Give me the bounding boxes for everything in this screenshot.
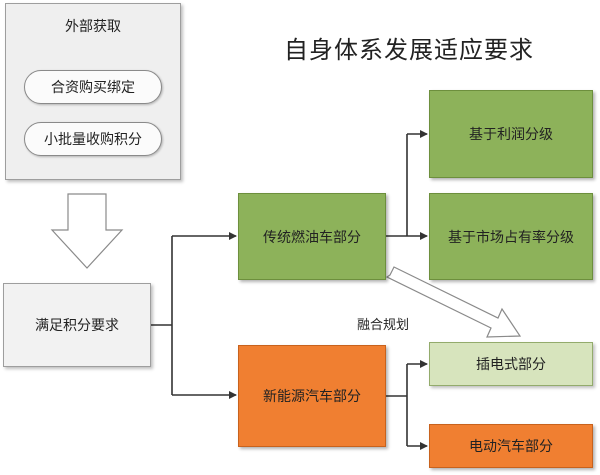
connector-req-to-branches — [151, 236, 173, 395]
fusion-block-arrow — [385, 266, 522, 338]
fusion-plan-label: 融合规划 — [357, 318, 410, 333]
down-block-arrow — [50, 193, 124, 269]
market-share-tier-box: 基于市场占有率分级 — [429, 193, 593, 280]
connector-new-energy-fork — [386, 364, 408, 446]
new-energy-vehicle-box: 新能源汽车部分 — [238, 345, 386, 447]
profit-tier-box: 基于利润分级 — [429, 90, 593, 178]
traditional-vehicle-box: 传统燃油车部分 — [238, 193, 386, 280]
joint-venture-item: 合资购买绑定 — [24, 70, 162, 104]
small-batch-purchase-item: 小批量收购积分 — [24, 122, 162, 156]
external-acquisition-title: 外部获取 — [65, 19, 121, 35]
credit-requirement-box: 满足积分要求 — [3, 283, 151, 367]
diagram-title: 自身体系发展适应要求 — [284, 36, 534, 64]
plug-in-hybrid-box: 插电式部分 — [429, 342, 593, 386]
external-acquisition-box: 外部获取 合资购买绑定 小批量收购积分 — [5, 3, 181, 180]
electric-vehicle-box: 电动汽车部分 — [429, 424, 593, 468]
connector-traditional-fork — [386, 134, 408, 237]
